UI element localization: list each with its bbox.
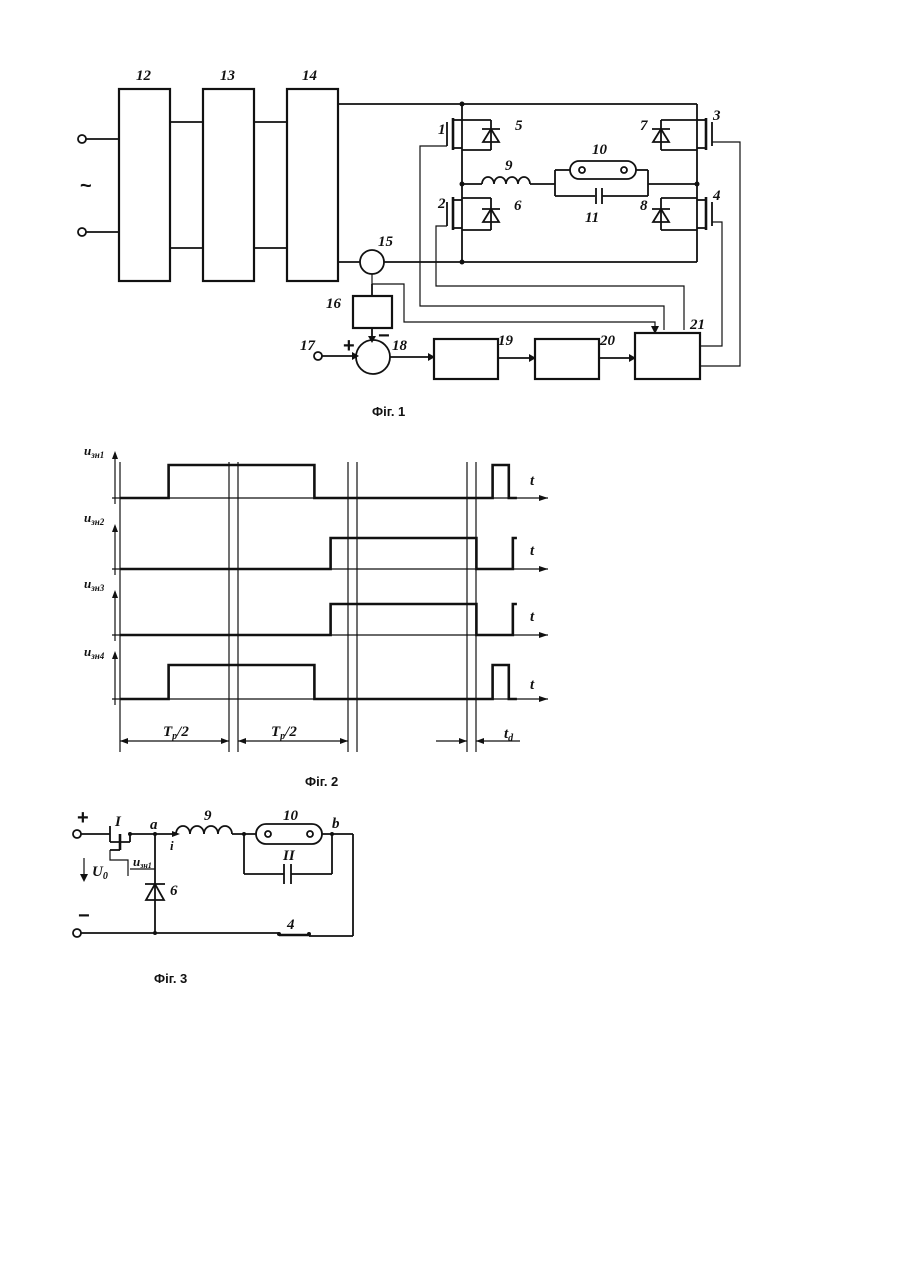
fig3-current-label: i — [170, 838, 174, 853]
gate-wire-3 — [700, 142, 740, 366]
fig3-node-a: a — [150, 817, 158, 833]
time-axis-label-1: t — [530, 473, 535, 489]
fig3-node-b: b — [332, 816, 340, 832]
label-3: 3 — [712, 108, 721, 124]
dead-time-label: td — [504, 726, 514, 744]
label-15: 15 — [378, 234, 394, 250]
block-12 — [119, 89, 170, 281]
period-label-1: Tp/2 — [163, 724, 189, 742]
level-axis-arrow-4 — [112, 651, 118, 659]
figure-3-equivalent-circuit: + − I a i uзн1 U0 6 9 — [73, 807, 353, 986]
waveform-2 — [120, 538, 517, 569]
signal-label-4: uзн4 — [84, 644, 105, 661]
gate-wire-2 — [436, 226, 684, 330]
signal-label-2: uзн2 — [84, 510, 105, 527]
level-axis-arrow-3 — [112, 590, 118, 598]
level-axis-arrow-1 — [112, 451, 118, 459]
label-20: 20 — [599, 333, 616, 349]
block-19 — [434, 339, 498, 379]
fig3-positive-terminal — [73, 830, 81, 838]
waveform-1 — [120, 465, 517, 498]
fig3-negative-terminal — [73, 929, 81, 937]
sensor-wire — [372, 274, 655, 330]
figure-1-caption: Фіг. 1 — [372, 404, 405, 419]
ac-symbol: ~ — [80, 175, 92, 197]
fig3-label-11: II — [282, 848, 296, 864]
lamp-10 — [570, 161, 636, 179]
label-6: 6 — [514, 198, 522, 214]
minus-sign: − — [378, 325, 390, 347]
fig3-label-9: 9 — [204, 808, 212, 824]
label-1: 1 — [438, 122, 446, 138]
waveform-3 — [120, 604, 517, 635]
label-18: 18 — [392, 338, 408, 354]
gate-wire-1 — [420, 146, 664, 330]
label-9: 9 — [505, 158, 513, 174]
block-13 — [203, 89, 254, 281]
label-17: 17 — [300, 338, 316, 354]
time-axis-arrow-3 — [539, 632, 548, 638]
fig3-supply-label: U0 — [92, 864, 108, 882]
time-axis-arrow-1 — [539, 495, 548, 501]
fig3-gate-label: uзн1 — [133, 854, 152, 870]
fig3-label-1: I — [114, 814, 122, 830]
signal-label-3: uзн3 — [84, 576, 105, 593]
period-label-2: Tp/2 — [271, 724, 297, 742]
waveform-4 — [120, 665, 517, 699]
time-axis-label-2: t — [530, 543, 535, 559]
fig3-label-4: 4 — [286, 917, 295, 933]
label-21: 21 — [689, 317, 705, 333]
label-12: 12 — [136, 68, 152, 84]
plus-sign: + — [343, 335, 355, 357]
block-20 — [535, 339, 599, 379]
figure-3-caption: Фіг. 3 — [154, 971, 187, 986]
label-19: 19 — [498, 333, 514, 349]
label-10: 10 — [592, 142, 608, 158]
label-2: 2 — [437, 196, 446, 212]
fig3-inductor-9 — [176, 826, 232, 834]
block-14 — [287, 89, 338, 281]
fig3-plus: + — [77, 807, 89, 829]
block-16 — [353, 296, 392, 328]
fig3-label-10: 10 — [283, 808, 299, 824]
ac-terminal-top — [78, 135, 86, 143]
label-8: 8 — [640, 198, 648, 214]
label-16: 16 — [326, 296, 342, 312]
label-7: 7 — [640, 118, 648, 134]
signal-label-1: uзн1 — [84, 443, 104, 460]
time-axis-arrow-2 — [539, 566, 548, 572]
block-21 — [635, 333, 700, 379]
label-11: 11 — [585, 210, 599, 226]
label-5: 5 — [515, 118, 523, 134]
fig3-minus: − — [78, 905, 90, 927]
time-axis-label-3: t — [530, 609, 535, 625]
figure-1-circuit: ~ 12 13 14 — [78, 68, 740, 419]
label-14: 14 — [302, 68, 318, 84]
label-4: 4 — [712, 188, 721, 204]
time-axis-arrow-4 — [539, 696, 548, 702]
label-13: 13 — [220, 68, 236, 84]
level-axis-arrow-2 — [112, 524, 118, 532]
time-axis-label-4: t — [530, 677, 535, 693]
fig3-label-6: 6 — [170, 883, 178, 899]
figure-2-caption: Фіг. 2 — [305, 774, 338, 789]
current-sensor-15 — [360, 250, 384, 274]
ac-terminal-bottom — [78, 228, 86, 236]
input-17-terminal — [314, 352, 322, 360]
inductor-9 — [482, 177, 530, 184]
figure-2-timing: uзн1 uзн2 uзн3 uзн4 t t t t Tp/2 Tp/2 td… — [84, 443, 548, 789]
